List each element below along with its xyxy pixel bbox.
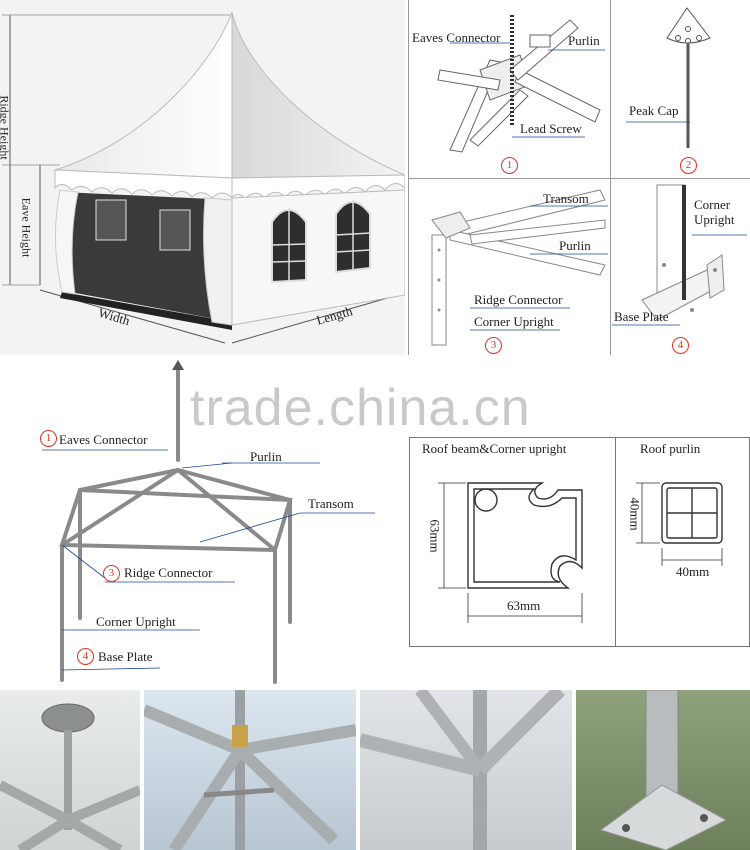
photo-base-plate — [576, 690, 750, 850]
eaves-connector-label: Eaves Connector — [59, 432, 148, 447]
number-1-icon: 1 — [501, 157, 518, 174]
upright-label: Upright — [694, 212, 735, 227]
ridge-connector-label: Ridge Connector — [474, 292, 563, 307]
transom-label: Transom — [543, 191, 589, 206]
number-3-icon: 3 — [485, 337, 502, 354]
corner-label: Corner — [694, 197, 731, 212]
frame-diagram: 1 Eaves Connector Purlin Transom 3 Ridge… — [0, 360, 410, 690]
tent-illustration: Ridge Height Eave Height Width Length — [0, 0, 405, 355]
watermark-text: trade.china.cn — [190, 379, 531, 437]
base-plate-label: Base Plate — [614, 309, 669, 324]
eaves-connector-label: Eaves Connector — [412, 30, 501, 45]
profile-sections: Roof beam&Corner upright Roof purlin — [409, 437, 750, 647]
eave-height-label: Eave Height — [19, 197, 34, 258]
base-plate-label: Base Plate — [98, 649, 153, 664]
divider — [408, 178, 750, 179]
number-4-icon: 4 — [77, 648, 94, 665]
purlin-label: Purlin — [250, 449, 282, 464]
transom-label: Transom — [308, 496, 354, 511]
beam-title: Roof beam&Corner upright — [422, 441, 567, 456]
number-4-icon: 4 — [672, 337, 689, 354]
number-1-icon: 1 — [40, 430, 57, 447]
detail-ridge-connector: Transom Purlin Ridge Connector Corner Up… — [410, 180, 610, 355]
detail-base-plate: Corner Upright Base Plate 4 — [612, 180, 750, 355]
purlin-label: Purlin — [559, 238, 591, 253]
beam-height-label: 63mm — [427, 519, 443, 553]
photo-peak-cap — [0, 690, 140, 850]
peak-cap-label: Peak Cap — [629, 103, 679, 118]
number-3-icon: 3 — [103, 565, 120, 582]
corner-upright-label: Corner Upright — [96, 614, 176, 629]
corner-upright-label: Corner Upright — [474, 314, 554, 329]
number-2-icon: 2 — [680, 157, 697, 174]
ridge-height-label: Ridge Height — [0, 95, 12, 160]
beam-width-label: 63mm — [507, 598, 541, 613]
tent-drawing — [2, 11, 405, 344]
detail-eaves-connector: Eaves Connector Purlin Lead Screw 1 — [410, 0, 610, 178]
purlin-label: Purlin — [568, 33, 600, 48]
photo-ridge-connector — [360, 690, 572, 850]
purlin-height-label: 40mm — [627, 497, 643, 531]
lead-screw-label: Lead Screw — [520, 121, 582, 136]
divider — [408, 0, 409, 355]
divider — [610, 0, 611, 355]
divider — [615, 438, 616, 646]
detail-peak-cap: Peak Cap 2 — [612, 0, 750, 178]
purlin-title: Roof purlin — [640, 441, 701, 456]
purlin-width-label: 40mm — [676, 564, 710, 579]
photo-eaves-connector — [144, 690, 356, 850]
ridge-connector-label: Ridge Connector — [124, 565, 213, 580]
